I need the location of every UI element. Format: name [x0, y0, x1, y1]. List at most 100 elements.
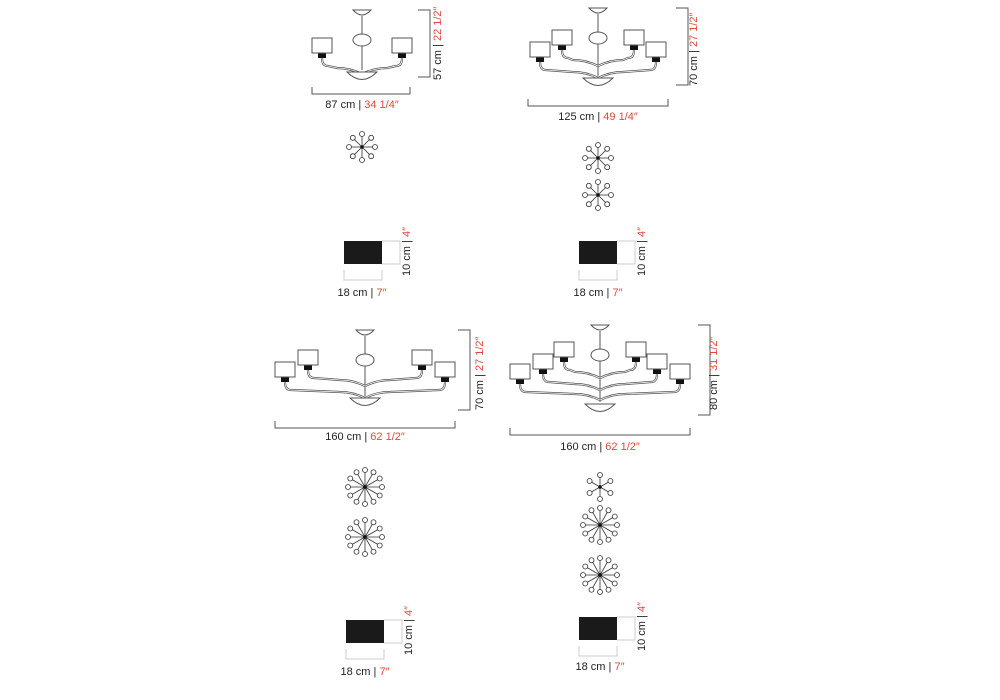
model-4-height-label: 80 cm | 31 1/2″ — [708, 336, 720, 410]
model-3-light-layout-bulb — [353, 519, 360, 526]
model-2-light-layout-bulb — [582, 192, 588, 198]
model-3-lampshade — [411, 349, 433, 366]
model-2-light-layout-center — [596, 193, 600, 197]
model-4-light-layout-bulb — [605, 536, 612, 543]
model-2-lamp-holder — [630, 45, 638, 50]
model-4-light-layout-bulb — [605, 586, 612, 593]
model-1-light-layout-bulb — [372, 144, 378, 150]
model-4-arm-inner — [599, 383, 681, 401]
model-4-light-layout-bulb — [611, 563, 618, 570]
model-3-light-layout-bulb — [362, 517, 368, 523]
model-3-shade-width-bracket — [345, 649, 385, 660]
model-1-light-layout-bulb — [359, 157, 365, 163]
model-2-height-label: 70 cm | 27 1/2″ — [688, 12, 700, 86]
model-2-lamp-holder — [558, 45, 566, 50]
model-2-light-layout-bulb — [604, 145, 611, 152]
model-4-light-layout-bulb — [580, 522, 586, 528]
model-3-light-layout-bulb — [345, 534, 351, 540]
model-4-light-layout-bulb — [582, 563, 589, 570]
model-2-shade-swatch — [579, 241, 617, 264]
model-3-lamp-holder — [418, 365, 426, 370]
model-4-light-layout-center — [598, 523, 602, 527]
model-2-light-layout-center — [596, 156, 600, 160]
model-2-lampshade — [529, 41, 551, 58]
model-4-light-layout-bulb — [611, 580, 618, 587]
model-2-light-layout-bulb — [604, 182, 611, 189]
model-3-arm-inner — [307, 369, 366, 387]
model-4-light-layout-bulb — [580, 572, 586, 578]
model-3-shade-height-label: 10 cm | 4″ — [403, 606, 415, 655]
model-1-shade-swatch — [344, 241, 382, 264]
model-3-glass-ornament — [355, 353, 375, 367]
model-2-light-layout-bulb — [585, 145, 592, 152]
model-3-height-bracket — [458, 329, 471, 411]
model-2-arm-inner — [597, 61, 657, 79]
model-3-light-layout-bulb — [347, 475, 354, 482]
model-4-shade-swatch — [579, 617, 617, 640]
model-3-lampshade — [297, 349, 319, 366]
model-4-light-layout-bulb — [582, 513, 589, 520]
model-4-light-layout-bulb — [597, 496, 603, 502]
model-2-canopy — [587, 7, 609, 14]
model-3-height-label: 70 cm | 27 1/2″ — [474, 336, 486, 410]
model-4-light-layout-bulb — [614, 572, 620, 578]
model-2-height-bracket — [676, 7, 689, 86]
model-4-light-layout-bulb — [588, 507, 595, 514]
model-3-light-layout-bulb — [353, 469, 360, 476]
model-4-lamp-holder — [516, 379, 524, 384]
model-3-light-layout-bulb — [376, 525, 383, 532]
model-1-shade-height-bracket — [382, 240, 401, 265]
model-1-width-bracket — [311, 87, 411, 95]
model-4-width-bracket — [509, 428, 691, 436]
model-2-light-layout-bulb — [604, 201, 611, 208]
model-4-light-layout-bulb — [586, 490, 593, 496]
model-3-bowl — [348, 397, 382, 406]
model-4-light-layout-bulb — [582, 580, 589, 587]
model-4-arm-inner — [599, 361, 637, 379]
model-3-light-layout-bulb — [347, 542, 354, 549]
model-1-width-label: 87 cm | 34 1/4″ — [325, 99, 399, 111]
model-3-lamp-holder — [441, 377, 449, 382]
model-3-light-layout-bulb — [362, 551, 368, 557]
model-3-light-layout-bulb — [362, 501, 368, 507]
model-3-light-layout-bulb — [345, 484, 351, 490]
model-1-shade-width-label: 18 cm | 7″ — [337, 287, 387, 299]
model-1-arm-inner — [321, 57, 363, 75]
model-4-light-layout-bulb — [597, 472, 603, 478]
model-2-light-layout-bulb — [608, 192, 614, 198]
model-3-light-layout-bulb — [376, 492, 383, 499]
model-4-lamp-holder — [632, 357, 640, 362]
model-3-light-layout-bulb — [370, 519, 377, 526]
model-4-light-layout-bulb — [611, 530, 618, 537]
model-2-arm-inner — [597, 49, 635, 67]
model-2-light-layout-bulb — [604, 164, 611, 171]
model-3-shade-swatch — [346, 620, 384, 643]
model-4-lamp-holder — [560, 357, 568, 362]
model-4-light-layout-bulb — [588, 586, 595, 593]
model-1-lamp-holder — [398, 53, 406, 58]
model-3-light-layout-bulb — [370, 548, 377, 555]
model-2-light-layout-bulb — [585, 164, 592, 171]
model-4-shade-width-label: 18 cm | 7″ — [575, 661, 625, 673]
model-3-light-layout-bulb — [353, 498, 360, 505]
model-3-lamp-holder — [281, 377, 289, 382]
model-2-glass-ornament — [588, 31, 608, 45]
model-1-light-layout-bulb — [349, 153, 356, 160]
model-3-light-layout-bulb — [370, 498, 377, 505]
model-2-shade-width-bracket — [578, 270, 618, 281]
model-2-width-label: 125 cm | 49 1/4″ — [558, 111, 638, 123]
model-1-lampshade — [311, 37, 333, 54]
model-1-light-layout-bulb — [346, 144, 352, 150]
model-2-arm-inner — [539, 61, 599, 79]
model-1-light-layout-bulb — [359, 131, 365, 137]
model-4-lampshade — [646, 353, 668, 370]
model-2-shade-width-label: 18 cm | 7″ — [573, 287, 623, 299]
model-2-shade-height-bracket — [617, 240, 636, 265]
model-4-light-layout-bulb — [597, 505, 603, 511]
model-4-light-layout-bulb — [597, 589, 603, 595]
model-1-shade-height-label: 10 cm | 4″ — [401, 227, 413, 276]
model-1-light-layout-center — [360, 145, 364, 149]
model-3-light-layout-center — [363, 535, 367, 539]
model-1-light-layout-bulb — [368, 134, 375, 141]
